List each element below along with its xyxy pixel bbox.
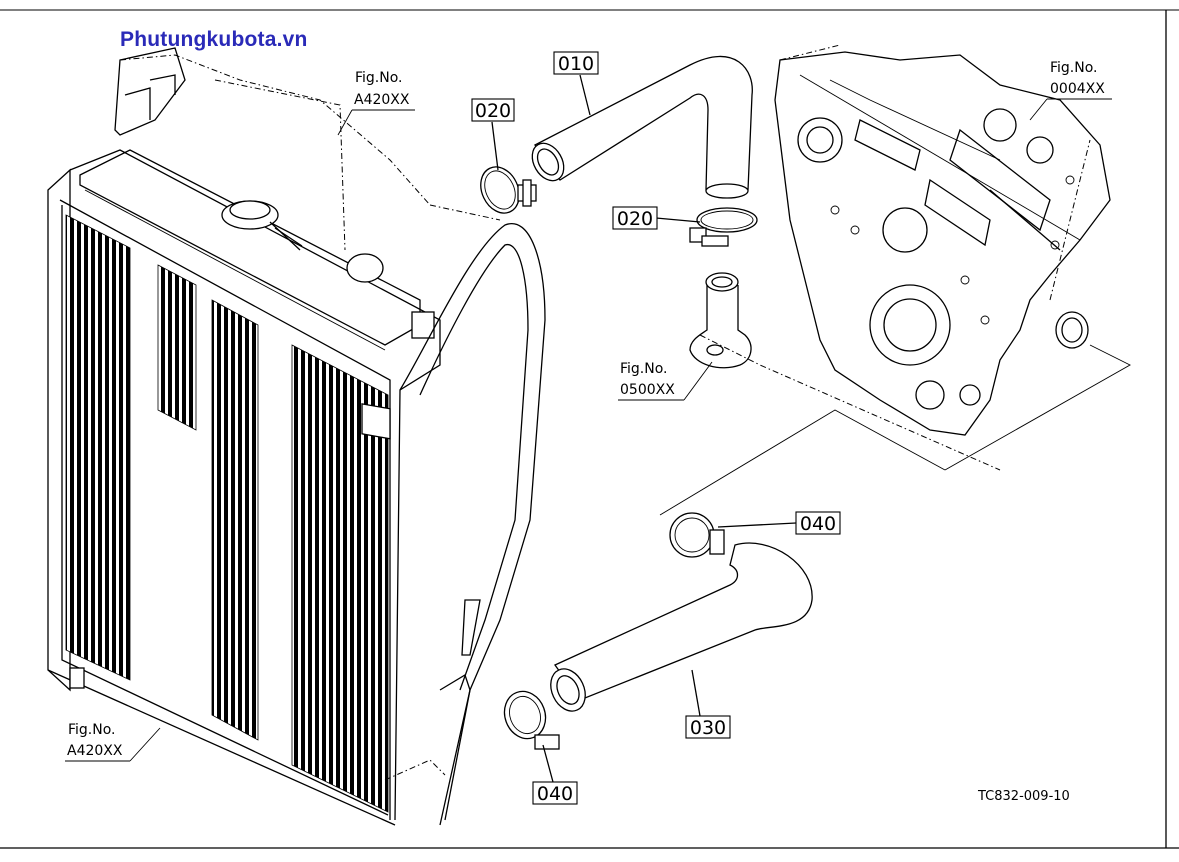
fig-ref-radiator-top-title: Fig.No. (355, 70, 403, 86)
label-020-left: 020 (475, 100, 511, 122)
engine-block (774, 44, 1111, 436)
clamp-upper-left (480, 166, 537, 214)
clamp-lower-right (669, 512, 725, 558)
fig-ref-engine: Fig.No. 0004XX (1029, 60, 1112, 121)
fig-ref-radiator-bottom: Fig.No. A420XX (65, 722, 161, 762)
fig-ref-radiator-top: Fig.No. A420XX (337, 70, 415, 136)
clamp-lower-left (503, 690, 560, 750)
label-010: 010 (558, 53, 594, 75)
fig-ref-engine-title: Fig.No. (1050, 60, 1098, 76)
fig-ref-radiator-bottom-code: A420XX (67, 743, 123, 759)
label-010-box (553, 51, 599, 75)
fig-ref-engine-code: 0004XX (1050, 81, 1105, 97)
label-030: 030 (690, 717, 726, 739)
label-040-right-box (795, 511, 841, 535)
radiator-assembly (47, 47, 546, 826)
label-020-left-box (471, 98, 515, 122)
clamp-upper-right (689, 207, 758, 247)
hose-outline-link (659, 409, 946, 516)
routing-line-upper (699, 334, 1001, 471)
fig-ref-radiator-bottom-title: Fig.No. (68, 722, 116, 738)
label-040-right: 040 (800, 513, 836, 535)
label-040-left: 040 (537, 783, 573, 805)
fig-ref-radiator-top-code: A420XX (354, 92, 410, 108)
radiator-inlet (346, 253, 384, 283)
upper-hose (531, 55, 753, 199)
fig-ref-thermostat-code: 0500XX (620, 382, 675, 398)
lower-hose (550, 542, 813, 712)
fig-ref-thermostat-title: Fig.No. (620, 361, 668, 377)
label-020-right-box (612, 206, 658, 230)
label-040-left-box (532, 781, 578, 805)
diagram-code: TC832-009-10 (977, 789, 1070, 804)
engine-outline-link (944, 344, 1131, 471)
fig-ref-thermostat: Fig.No. 0500XX (618, 361, 713, 401)
label-030-box (685, 715, 731, 739)
watermark-logo: Phutungkubota.vn (120, 28, 308, 51)
label-020-right: 020 (617, 208, 653, 230)
thermostat-housing (689, 272, 752, 369)
